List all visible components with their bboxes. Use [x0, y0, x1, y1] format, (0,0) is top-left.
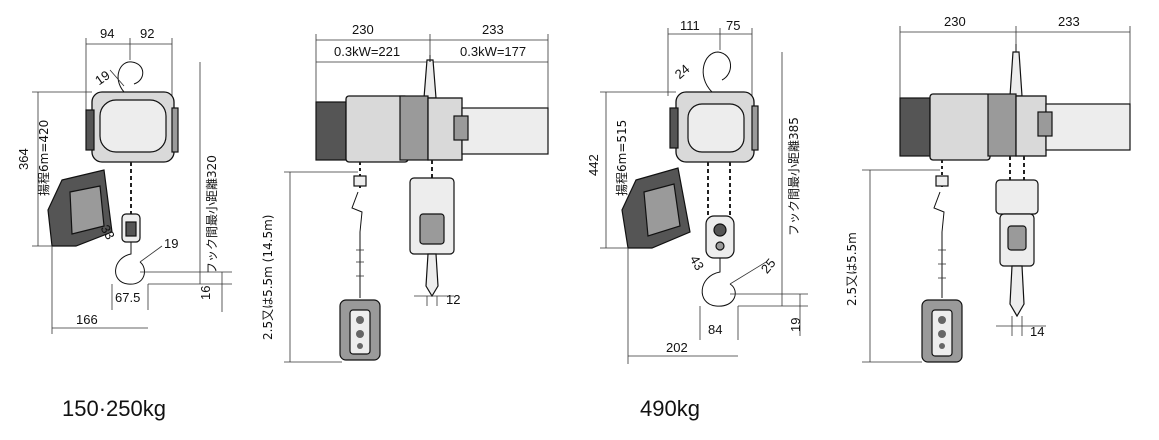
dim-width-left: 94 — [100, 26, 114, 41]
dim-b-bottom-offset: 84 — [708, 322, 722, 337]
dim-lift-label: 揚程6m=420 — [36, 120, 51, 196]
dim-b-side-hook-width: 14 — [1030, 324, 1044, 339]
dim-pendant-height: 2.5又は5.5m (14.5m) — [261, 215, 275, 340]
dim-b-side-width-right: 233 — [1058, 14, 1080, 29]
dim-b-width-right: 75 — [726, 18, 740, 33]
dim-b-lift-label: 揚程6m=515 — [614, 120, 629, 196]
dim-height-total: 364 — [16, 148, 31, 170]
figure-b-front-view: 111 75 24 43 25 442 揚程6m=515 フック間最小距離385 — [586, 18, 808, 364]
dim-base-width: 166 — [76, 312, 98, 327]
dim-b-hook-distance: フック間最小距離385 — [787, 117, 801, 236]
dim-side-width-left: 230 — [352, 22, 374, 37]
figure-a-front-view: 94 92 19 33 19 364 揚程6m=420 フック間最小距離320 — [16, 26, 232, 334]
figure-a-side-view: 230 233 0.3kW=221 0.3kW=177 — [261, 22, 549, 363]
dim-b-hook-bottom-2: 25 — [758, 256, 779, 277]
dim-hook-bottom-1: 33 — [98, 222, 118, 242]
dim-b-side-width-left: 230 — [944, 14, 966, 29]
dim-b-hook-bottom-1: 43 — [687, 253, 707, 273]
dim-hook-top: 19 — [92, 67, 112, 88]
dim-b-width-left: 111 — [680, 18, 700, 33]
caption-figure-a: 150·250kg — [62, 396, 166, 421]
dim-hook-bottom-2: 19 — [164, 236, 178, 251]
dim-side-hook-width: 12 — [446, 292, 460, 307]
dim-width-right: 92 — [140, 26, 154, 41]
dim-power-left: 0.3kW=221 — [334, 44, 400, 59]
dim-b-right-offset: 19 — [788, 318, 803, 332]
caption-figure-b: 490kg — [640, 396, 700, 421]
dim-b-height-total: 442 — [586, 154, 601, 176]
dim-right-offset: 16 — [198, 286, 213, 300]
dim-b-pendant-height: 2.5又は5.5m — [845, 232, 859, 306]
figure-b-side-view: 230 233 14 2.5又は5 — [845, 14, 1131, 363]
dim-b-hook-top: 24 — [672, 61, 693, 82]
dim-bottom-offset: 67.5 — [115, 290, 140, 305]
dim-side-width-right: 233 — [482, 22, 504, 37]
dim-power-right: 0.3kW=177 — [460, 44, 526, 59]
dim-hook-distance: フック間最小距離320 — [205, 155, 219, 274]
dim-b-base-width: 202 — [666, 340, 688, 355]
